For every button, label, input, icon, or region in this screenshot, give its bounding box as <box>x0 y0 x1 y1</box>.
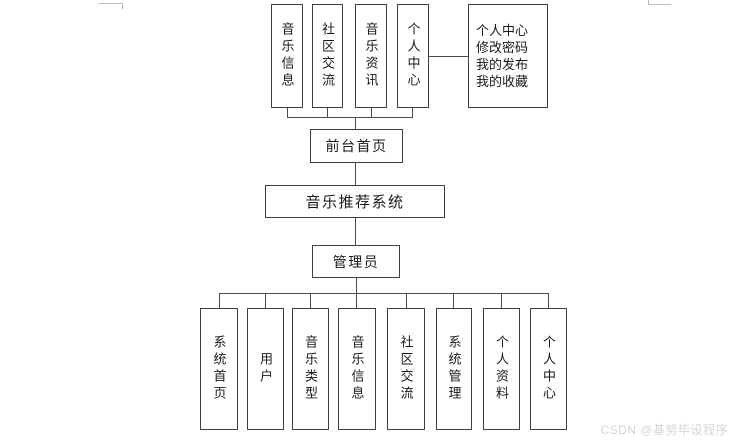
admin-module-label-music-type: 音乐类型 <box>303 335 318 403</box>
admin-module-box-system-mgmt: 系统管理 <box>436 308 472 430</box>
admin-box: 管理员 <box>312 245 400 278</box>
front-module-label-music-info: 音乐信息 <box>279 22 295 90</box>
front-module-box-music-info: 音乐信息 <box>271 4 303 108</box>
connector-admin-to-hline <box>356 278 357 294</box>
admin-module-box-users: 用户 <box>247 308 284 430</box>
detail-line-change-password: 修改密码 <box>476 40 529 55</box>
connector-hline-bottom <box>219 293 549 294</box>
connector-stub-bottom-8 <box>548 294 549 308</box>
connector-stub-bottom-6 <box>453 294 454 308</box>
personal-center-detail-box: 个人中心 修改密码 我的发布 我的收藏 <box>468 4 548 108</box>
front-module-box-personal-center: 个人中心 <box>397 4 429 108</box>
front-module-label-music-news: 音乐资讯 <box>363 22 379 90</box>
connector-drop-front-home <box>355 117 356 129</box>
front-home-box: 前台首页 <box>310 129 403 163</box>
admin-module-label-music-info: 音乐信息 <box>349 335 365 403</box>
connector-stub-bottom-2 <box>265 294 266 308</box>
connector-stub-top-3 <box>371 108 372 117</box>
admin-module-label-profile: 个人资料 <box>494 335 509 403</box>
front-module-label-personal-center: 个人中心 <box>405 22 421 90</box>
front-module-label-community: 社区交流 <box>320 22 335 90</box>
detail-line-personal-center: 个人中心 <box>476 23 529 38</box>
front-module-box-community: 社区交流 <box>312 4 343 108</box>
page-corner-mark-right <box>648 0 671 5</box>
system-root-label: 音乐推荐系统 <box>305 195 405 211</box>
personal-center-detail-lines: 个人中心 修改密码 我的发布 我的收藏 <box>476 22 528 90</box>
admin-module-box-personal-center: 个人中心 <box>530 308 567 430</box>
connector-personal-detail <box>429 56 468 57</box>
admin-module-label-users: 用户 <box>258 352 273 386</box>
csdn-watermark: CSDN @基努毕设程序 <box>600 423 728 437</box>
front-module-box-music-news: 音乐资讯 <box>355 4 387 108</box>
admin-module-box-community: 社区交流 <box>387 308 425 430</box>
connector-stub-top-2 <box>327 108 328 117</box>
connector-stub-bottom-3 <box>310 294 311 308</box>
admin-module-box-music-type: 音乐类型 <box>292 308 329 430</box>
admin-label: 管理员 <box>332 255 380 271</box>
admin-module-label-system-mgmt: 系统管理 <box>446 335 462 403</box>
detail-line-my-favorites: 我的收藏 <box>476 74 529 89</box>
admin-module-box-profile: 个人资料 <box>483 308 520 430</box>
connector-hline-top <box>287 117 413 118</box>
detail-line-my-posts: 我的发布 <box>476 57 529 72</box>
connector-front-home-to-root <box>355 163 356 185</box>
connector-stub-top-4 <box>412 108 413 117</box>
connector-stub-bottom-1 <box>219 294 220 308</box>
admin-module-label-system-home: 系统首页 <box>211 335 227 403</box>
system-root-box: 音乐推荐系统 <box>265 185 445 218</box>
connector-root-to-admin <box>355 218 356 245</box>
page-corner-mark-left <box>99 3 123 9</box>
front-home-label: 前台首页 <box>325 140 388 155</box>
connector-stub-bottom-7 <box>501 294 502 308</box>
connector-stub-top-1 <box>287 108 288 117</box>
admin-module-box-music-info: 音乐信息 <box>338 308 376 430</box>
connector-stub-bottom-5 <box>406 294 407 308</box>
admin-module-box-system-home: 系统首页 <box>200 308 238 430</box>
admin-module-label-community: 社区交流 <box>398 335 414 403</box>
connector-stub-bottom-4 <box>356 294 357 308</box>
admin-module-label-personal-center: 个人中心 <box>541 335 556 403</box>
